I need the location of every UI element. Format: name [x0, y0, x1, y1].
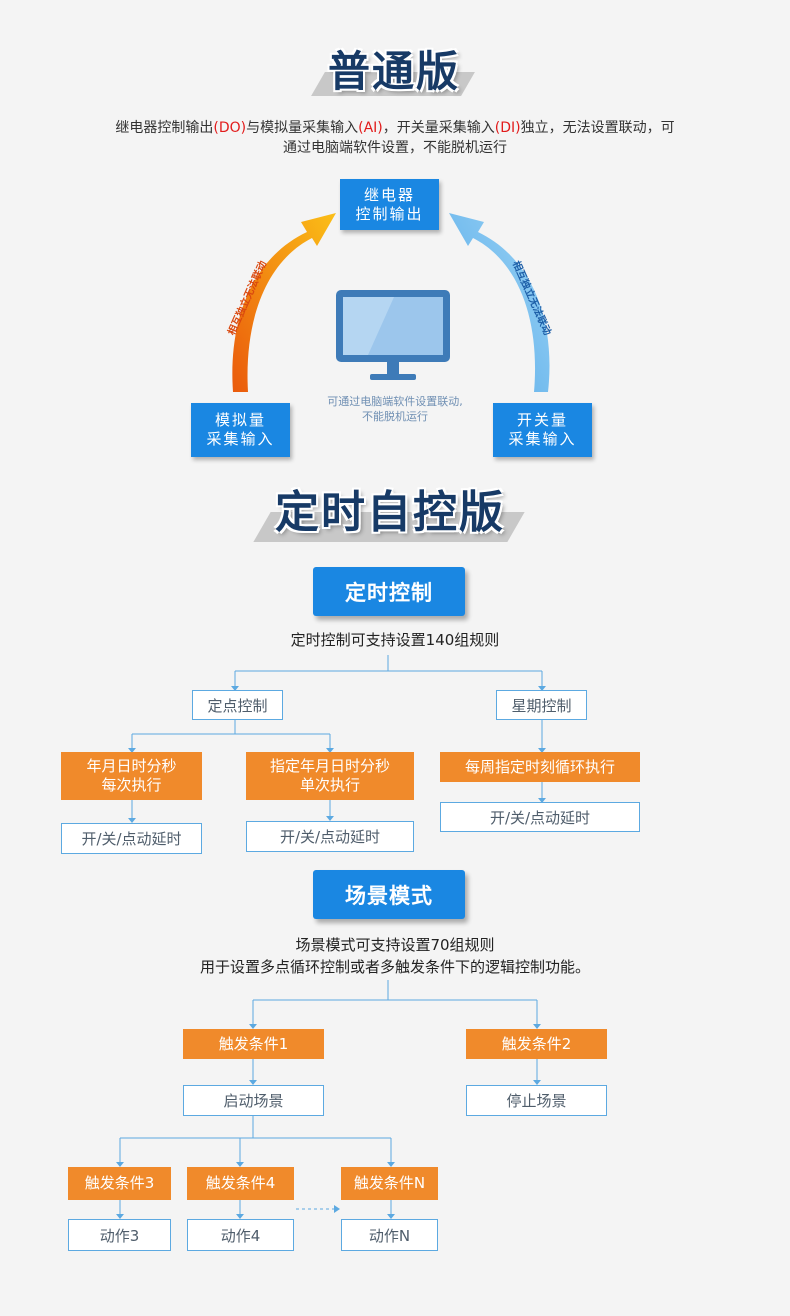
single-exec-box: 指定年月日时分秒 单次执行: [246, 752, 414, 800]
every-time-exec-box: 年月日时分秒 每次执行: [61, 752, 202, 800]
section1-intro-line2: 通过电脑端软件设置，不能脱机运行: [283, 140, 507, 156]
monitor-icon: [336, 290, 450, 380]
scene-mode-pill: 场景模式: [313, 870, 465, 919]
timing-description: 定时控制可支持设置140组规则: [290, 631, 500, 649]
center-note: 可通过电脑端软件设置联动, 不能脱机运行: [327, 395, 463, 423]
section1-title: 普通版: [328, 47, 461, 96]
section1-intro: 继电器控制输出(DO)与模拟量采集输入(AI)，开关量采集输入(DI)独立，无法…: [40, 118, 750, 158]
timing-action-box-3: 开/关/点动延时: [440, 802, 640, 832]
action-4-box: 动作4: [187, 1219, 294, 1251]
fixed-point-control-box: 定点控制: [192, 690, 283, 720]
trigger-condition-4-box: 触发条件4: [187, 1167, 294, 1200]
section1-arcs: [232, 213, 550, 392]
action-n-box: 动作N: [341, 1219, 438, 1251]
trigger-condition-1-box: 触发条件1: [183, 1029, 324, 1059]
trigger-condition-n-box: 触发条件N: [341, 1167, 438, 1200]
trigger-condition-2-box: 触发条件2: [466, 1029, 607, 1059]
start-scene-box: 启动场景: [183, 1085, 324, 1116]
weekly-loop-exec-box: 每周指定时刻循环执行: [440, 752, 640, 782]
left-arc-arrow: [232, 213, 336, 392]
switch-input-box: 开关量 采集输入: [493, 403, 592, 457]
analog-input-box: 模拟量 采集输入: [191, 403, 290, 457]
relay-output-box: 继电器 控制输出: [340, 179, 439, 230]
action-3-box: 动作3: [68, 1219, 171, 1251]
weekly-control-box: 星期控制: [496, 690, 587, 720]
timing-control-pill: 定时控制: [313, 567, 465, 616]
timing-action-box-1: 开/关/点动延时: [61, 823, 202, 854]
section1-intro-line1: 继电器控制输出(DO)与模拟量采集输入(AI)，开关量采集输入(DI)独立，无法…: [115, 120, 675, 136]
trigger-condition-3-box: 触发条件3: [68, 1167, 171, 1200]
section2-title: 定时自控版: [275, 487, 505, 538]
stop-scene-box: 停止场景: [466, 1085, 607, 1116]
timing-action-box-2: 开/关/点动延时: [246, 821, 414, 852]
scene-description: 场景模式可支持设置70组规则 用于设置多点循环控制或者多触发条件下的逻辑控制功能…: [199, 936, 590, 976]
right-arc-arrow: [449, 213, 550, 392]
